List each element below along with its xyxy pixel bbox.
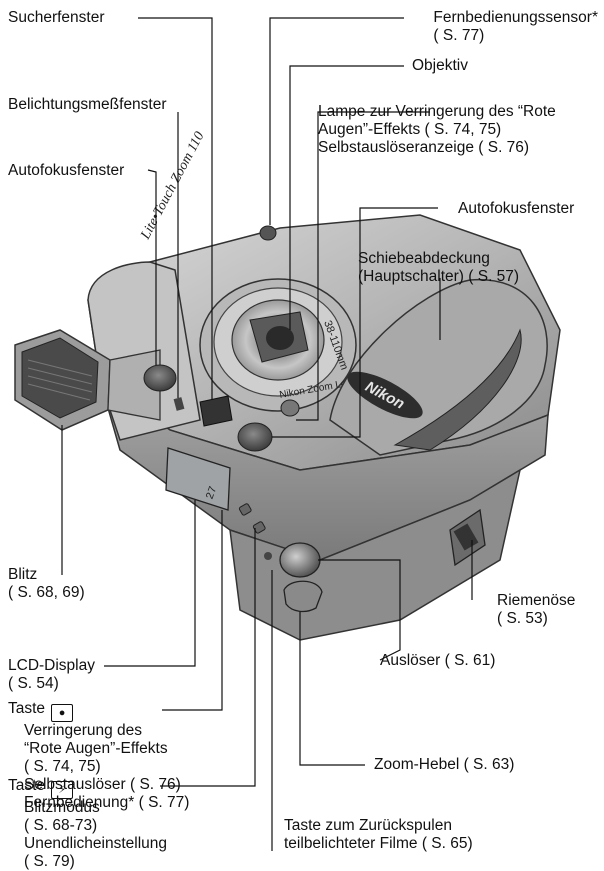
- label-ausloeser: Auslöser ( S. 61): [380, 652, 496, 669]
- metering-window: [173, 397, 185, 411]
- label-autofokusfenster-left: Autofokusfenster: [8, 162, 125, 179]
- label-taste-blitz: Taste⚡ Blitzmodus ( S. 68-73) Unendliche…: [8, 777, 168, 870]
- label-lampe-rote-augen: Lampe zur Verringerung des “Rote Augen”-…: [318, 103, 556, 156]
- svg-text:27: 27: [204, 485, 220, 502]
- label-lcd-display: LCD-Display ( S. 54): [8, 657, 95, 692]
- label-taste-zurueckspulen: Taste zum Zurückspulen teilbelichteter F…: [284, 817, 473, 852]
- label-zoom-hebel: Zoom-Hebel ( S. 63): [374, 756, 515, 773]
- red-eye-key-icon: ●: [51, 704, 74, 722]
- flash-window: [21, 337, 99, 419]
- label-belichtungsmessfenster: Belichtungsmeßfenster: [8, 96, 167, 113]
- red-eye-key: [238, 503, 252, 516]
- label-objektiv: Objektiv: [412, 57, 468, 74]
- label-riemenoese: Riemenöse ( S. 53): [497, 592, 576, 627]
- rewind-button: [264, 552, 272, 560]
- label-schiebeabdeckung: Schiebeabdeckung (Hauptschalter) ( S. 57…: [358, 250, 520, 285]
- label-fernbedienungssensor: Fernbedienungssensor* ( S. 77): [433, 9, 598, 44]
- remote-sensor: [259, 225, 277, 241]
- slide-cover-grip: [393, 328, 522, 451]
- slide-cover: [329, 278, 548, 456]
- autofocus-window-right: [237, 422, 273, 452]
- flash-key-icon: ⚡: [51, 781, 74, 799]
- autofocus-window-left: [143, 364, 177, 392]
- leader-lines: [61, 17, 473, 851]
- camera-body-front: [98, 378, 549, 561]
- lcd-display: [165, 447, 231, 511]
- label-blitz: Blitz ( S. 68, 69): [8, 566, 85, 601]
- label-sucherfenster: Sucherfenster: [8, 9, 105, 26]
- viewfinder-window: [199, 395, 233, 427]
- label-autofokusfenster-right: Autofokusfenster: [458, 200, 575, 217]
- red-eye-lamp: [280, 399, 300, 417]
- zoom-lever: [283, 580, 323, 613]
- shutter-button: [279, 542, 321, 578]
- model-text: Lite•Touch Zoom 110: [138, 130, 208, 243]
